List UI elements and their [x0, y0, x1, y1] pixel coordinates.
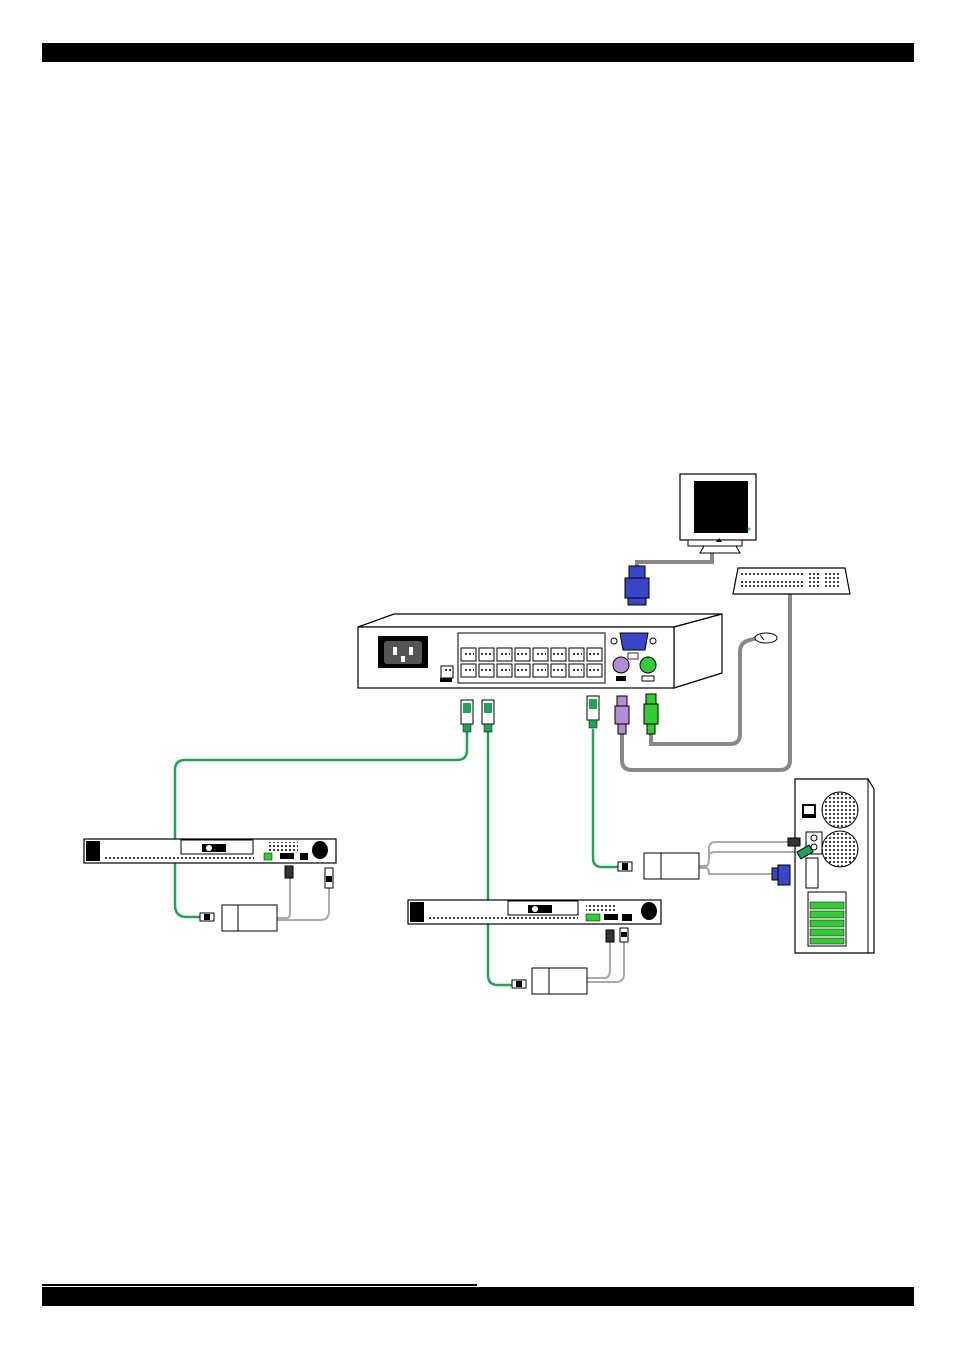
kvm-rj45-port: [569, 648, 584, 661]
kvm-rj45-port: [497, 664, 512, 677]
kvm-rj45-port: [551, 664, 566, 677]
server1-plug-a: [285, 866, 293, 878]
keyboard: [733, 568, 850, 594]
cat5-cable-server2: [488, 730, 512, 985]
tower-pc: [795, 779, 874, 953]
dongle-1: [200, 905, 277, 931]
kvm-rj45-port: [533, 648, 548, 661]
config-port-icon: [440, 666, 453, 682]
tower-plug-a: [788, 838, 800, 846]
kvm-rj45-port: [587, 664, 602, 677]
kvm-rj45-port: [569, 664, 584, 677]
rack-server-2: [408, 900, 661, 924]
mouse: [755, 633, 777, 643]
dongle2-cable-b: [587, 942, 624, 982]
kvm-rj45-port: [479, 664, 494, 677]
kvm-rj45-port: [515, 664, 530, 677]
kvm-rj45-port: [497, 648, 512, 661]
cat5-plug-1: [461, 700, 473, 732]
rack-server-1: [84, 839, 336, 863]
cat5-plug-3: [587, 696, 599, 728]
kvm-rj45-port: [533, 664, 548, 677]
vga-connector: [625, 566, 649, 605]
dongle1-cable-a: [276, 878, 290, 918]
dongle-2: [512, 968, 587, 994]
power-inlet-icon: [378, 636, 428, 668]
dongle3-cable-a: [699, 842, 790, 866]
dongle2-cable-a: [587, 942, 610, 978]
dongle-3: [618, 853, 699, 879]
ps2-mouse-plug: [644, 694, 658, 734]
kvm-rj45-port: [587, 648, 602, 661]
kvm-rj45-port: [515, 648, 530, 661]
kvm-rj45-port: [551, 648, 566, 661]
cat5-plug-2: [482, 700, 494, 732]
tower-vga-plug: [772, 865, 790, 885]
monitor: [680, 474, 756, 553]
dongle3-cable-c: [699, 868, 772, 874]
server1-plug-b: [325, 868, 333, 888]
dongle3-cable-b: [699, 852, 800, 866]
kvm-rj45-port: [461, 648, 476, 661]
kvm-switch: [358, 614, 722, 688]
dongle1-cable-b: [276, 888, 329, 920]
ps2-keyboard-plug: [615, 696, 629, 734]
cat5-cable-tower: [593, 730, 618, 867]
kvm-rj45-port: [479, 648, 494, 661]
cat5-cable-server1: [175, 730, 467, 917]
server2-plug-b: [620, 928, 628, 942]
kvm-rj45-port: [461, 664, 476, 677]
server2-plug-a: [606, 930, 614, 942]
